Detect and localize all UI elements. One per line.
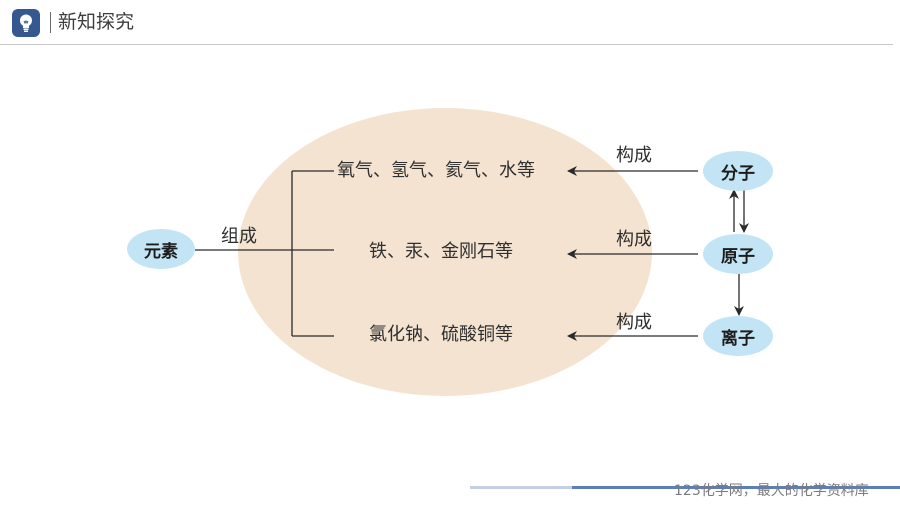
element-bubble: 元素 (127, 229, 195, 269)
molecule-label: 分子 (721, 163, 755, 184)
substance-label-ionic: 氯化钠、硫酸铜等 (369, 324, 513, 345)
footer-watermark: 123化学网，最大的化学资料库 (674, 483, 869, 499)
constitute-label-ion: 构成 (616, 312, 652, 333)
substance-label-atomic: 铁、汞、金刚石等 (369, 241, 513, 262)
atom-bubble: 原子 (703, 234, 773, 274)
composition-label: 组成 (221, 226, 257, 247)
page-title: 新知探究 (58, 11, 135, 33)
constitute-label-atom: 构成 (616, 229, 652, 250)
molecule-bubble: 分子 (703, 151, 773, 191)
footer-rule-dark (572, 486, 900, 489)
element-label: 元素 (144, 241, 178, 262)
substance-label-molecular: 氧气、氢气、氦气、水等 (337, 160, 535, 181)
atom-label: 原子 (721, 246, 755, 267)
footer-rule-light (470, 486, 572, 489)
lightbulb-icon (12, 9, 40, 37)
header-divider (50, 12, 51, 33)
substance-ellipse (238, 108, 652, 396)
constitute-label-molecule: 构成 (616, 145, 652, 166)
page-header: 新知探究 (0, 0, 900, 46)
ion-label: 离子 (721, 328, 755, 349)
header-rule (0, 44, 893, 45)
ion-bubble: 离子 (703, 316, 773, 356)
